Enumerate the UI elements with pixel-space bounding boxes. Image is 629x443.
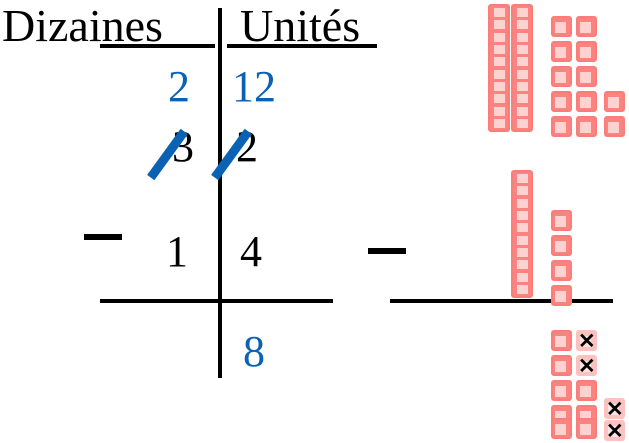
unit-cube: [551, 16, 572, 37]
column-divider: [218, 8, 222, 378]
unit-cube: [551, 380, 572, 401]
unit-cube: [576, 41, 597, 62]
unit-cube: [551, 330, 572, 351]
subtrahend-digit-units: 4: [240, 227, 262, 276]
unit-cube: [576, 16, 597, 37]
unit-cube: [576, 418, 597, 439]
unit-cube: [576, 116, 597, 137]
answer-rule-blocks: [390, 299, 613, 303]
unit-cube: [551, 418, 572, 439]
tens-rod: [488, 4, 510, 132]
column-header-tens: Dizaines: [2, 0, 163, 51]
tens-rod: [511, 170, 533, 298]
unit-cube: [551, 210, 572, 231]
header-underline-units: [227, 44, 377, 48]
unit-cube: [551, 41, 572, 62]
minus-sign-icon-numeric: [84, 234, 122, 240]
unit-cube: [576, 66, 597, 87]
tens-rod: [511, 4, 533, 132]
unit-cube: [551, 66, 572, 87]
unit-cube: [551, 355, 572, 376]
unit-cube-crossed: ✕: [604, 398, 625, 421]
unit-cube: [551, 235, 572, 256]
result-digit-units: 8: [243, 327, 265, 376]
column-header-units: Unités: [240, 0, 361, 51]
cross-out-x-icon: ✕: [578, 330, 596, 353]
unit-cube: [551, 116, 572, 137]
answer-rule-numeric: [100, 299, 333, 303]
subtrahend-digit-tens: 1: [166, 227, 188, 276]
unit-cube: [551, 285, 572, 306]
unit-cube: [604, 91, 625, 112]
unit-cube-crossed: ✕: [576, 330, 597, 353]
unit-cube-crossed: ✕: [604, 420, 625, 443]
unit-cube: [576, 91, 597, 112]
struck-digit-tens: 3: [147, 125, 194, 181]
regrouped-digit-units: 12: [232, 62, 276, 111]
cross-out-x-icon: ✕: [606, 398, 624, 421]
regrouped-digit-tens: 2: [168, 62, 190, 111]
unit-cube: [551, 91, 572, 112]
unit-cube-crossed: ✕: [576, 355, 597, 378]
minus-sign-icon-blocks: [368, 248, 406, 254]
cross-out-x-icon: ✕: [578, 355, 596, 378]
unit-cube: [604, 116, 625, 137]
cross-out-x-icon: ✕: [606, 420, 624, 443]
unit-cube: [551, 260, 572, 281]
struck-digit-units: 2: [211, 125, 258, 181]
header-underline-tens: [100, 44, 215, 48]
unit-cube: [576, 380, 597, 401]
